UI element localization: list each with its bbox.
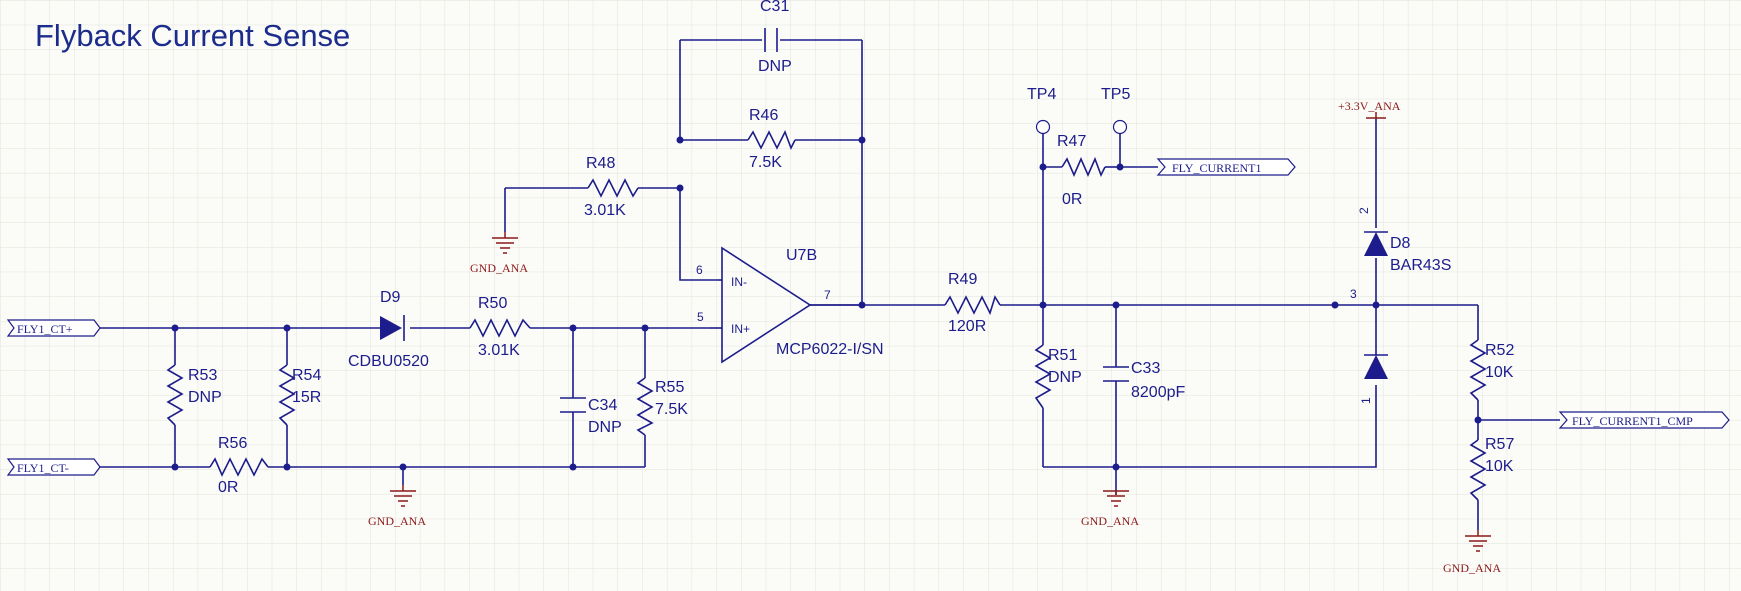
diode-d8[interactable]: 2 1 3 D8 BAR43S xyxy=(1350,207,1451,404)
svg-text:6: 6 xyxy=(696,263,703,277)
svg-text:DNP: DNP xyxy=(758,58,792,75)
port-fly-current1[interactable]: FLY_CURRENT1 xyxy=(1156,158,1296,176)
svg-text:BAR43S: BAR43S xyxy=(1390,257,1451,274)
vcc-symbol: +3.3V_ANA xyxy=(1338,99,1401,119)
resistor-r48[interactable]: R48 3.01K xyxy=(584,155,639,219)
resistor-r51[interactable]: R51 DNP xyxy=(1034,344,1082,409)
svg-text:GND_ANA: GND_ANA xyxy=(1081,514,1139,528)
svg-text:R46: R46 xyxy=(749,107,778,124)
svg-text:R48: R48 xyxy=(586,155,615,172)
svg-text:3: 3 xyxy=(1350,287,1357,301)
svg-text:GND_ANA: GND_ANA xyxy=(470,261,528,275)
svg-text:D9: D9 xyxy=(380,289,401,306)
svg-text:15R: 15R xyxy=(292,389,321,406)
svg-text:R47: R47 xyxy=(1057,133,1086,150)
svg-text:IN+: IN+ xyxy=(731,322,750,336)
port-fly1-ct-minus[interactable]: FLY1_CT- xyxy=(6,458,101,476)
svg-text:3.01K: 3.01K xyxy=(478,342,520,359)
svg-text:+3.3V_ANA: +3.3V_ANA xyxy=(1338,99,1401,113)
svg-text:1: 1 xyxy=(1359,397,1373,404)
svg-text:DNP: DNP xyxy=(188,389,222,406)
svg-text:DNP: DNP xyxy=(588,419,622,436)
diode-d9[interactable]: D9 CDBU0520 xyxy=(348,289,429,370)
svg-text:7: 7 xyxy=(824,288,831,302)
svg-text:10K: 10K xyxy=(1485,364,1514,381)
svg-text:CDBU0520: CDBU0520 xyxy=(348,353,429,370)
resistor-r54[interactable]: R54 15R xyxy=(278,364,321,426)
resistor-r55[interactable]: R55 7.5K xyxy=(636,377,688,436)
svg-text:TP4: TP4 xyxy=(1027,86,1056,103)
svg-text:U7B: U7B xyxy=(786,247,817,264)
svg-text:5: 5 xyxy=(697,310,704,324)
svg-text:FLY1_CT-: FLY1_CT- xyxy=(17,461,69,475)
svg-text:R57: R57 xyxy=(1485,436,1514,453)
svg-text:GND_ANA: GND_ANA xyxy=(1443,561,1501,575)
capacitor-c31[interactable]: C31 DNP xyxy=(758,0,792,75)
svg-text:2: 2 xyxy=(1357,207,1371,214)
svg-text:FLY_CURRENT1: FLY_CURRENT1 xyxy=(1172,161,1261,175)
svg-text:R53: R53 xyxy=(188,367,217,384)
svg-text:C31: C31 xyxy=(760,0,789,15)
resistor-r52[interactable]: R52 10K xyxy=(1469,339,1514,401)
resistor-r56[interactable]: R56 0R xyxy=(209,435,269,496)
wires xyxy=(100,39,1560,530)
junctions xyxy=(171,136,1482,471)
capacitor-c34[interactable]: C34 DNP xyxy=(560,397,622,436)
capacitor-c33[interactable]: C33 8200pF xyxy=(1103,360,1185,401)
svg-text:FLY1_CT+: FLY1_CT+ xyxy=(17,322,73,336)
svg-text:C34: C34 xyxy=(588,397,617,414)
svg-text:DNP: DNP xyxy=(1048,369,1082,386)
svg-text:3.01K: 3.01K xyxy=(584,202,626,219)
testpoint-tp4[interactable]: TP4 xyxy=(1027,86,1056,135)
svg-text:R54: R54 xyxy=(292,367,321,384)
gnd-symbol-output: GND_ANA xyxy=(1081,490,1139,528)
svg-text:R51: R51 xyxy=(1048,347,1077,364)
gnd-symbol-r48: GND_ANA xyxy=(470,232,528,275)
svg-text:R56: R56 xyxy=(218,435,247,452)
resistor-r50[interactable]: R50 3.01K xyxy=(469,295,531,359)
svg-text:C33: C33 xyxy=(1131,360,1160,377)
svg-text:10K: 10K xyxy=(1485,458,1514,475)
resistor-r49[interactable]: R49 120R xyxy=(944,271,1001,335)
svg-text:D8: D8 xyxy=(1390,235,1411,252)
svg-text:R55: R55 xyxy=(655,379,684,396)
gnd-symbol-input: GND_ANA xyxy=(368,485,426,528)
svg-text:GND_ANA: GND_ANA xyxy=(368,514,426,528)
svg-text:MCP6022-I/SN: MCP6022-I/SN xyxy=(776,341,884,358)
testpoint-tp5[interactable]: TP5 xyxy=(1101,86,1130,135)
svg-text:8200pF: 8200pF xyxy=(1131,384,1185,401)
svg-text:0R: 0R xyxy=(1062,191,1082,208)
svg-text:120R: 120R xyxy=(948,318,986,335)
diagram-title: Flyback Current Sense xyxy=(35,18,350,53)
resistor-r57[interactable]: R57 10K xyxy=(1469,436,1514,501)
port-fly-current1-cmp[interactable]: FLY_CURRENT1_CMP xyxy=(1558,411,1730,429)
svg-text:0R: 0R xyxy=(218,479,238,496)
svg-text:FLY_CURRENT1_CMP: FLY_CURRENT1_CMP xyxy=(1572,414,1693,428)
svg-text:7.5K: 7.5K xyxy=(749,154,782,171)
resistor-r46[interactable]: R46 7.5K xyxy=(747,107,796,171)
svg-text:IN-: IN- xyxy=(731,275,747,289)
resistor-r47[interactable]: R47 0R xyxy=(1057,133,1106,208)
svg-text:R52: R52 xyxy=(1485,342,1514,359)
svg-text:7.5K: 7.5K xyxy=(655,401,688,418)
gnd-symbol-divider: GND_ANA xyxy=(1443,530,1501,575)
resistor-r53[interactable]: R53 DNP xyxy=(166,364,222,426)
svg-text:R49: R49 xyxy=(948,271,977,288)
svg-text:R50: R50 xyxy=(478,295,507,312)
port-fly1-ct-plus[interactable]: FLY1_CT+ xyxy=(6,319,101,337)
svg-text:TP5: TP5 xyxy=(1101,86,1130,103)
opamp-u7b[interactable]: IN- IN+ 6 5 7 U7B MCP6022-I/SN xyxy=(696,246,884,364)
